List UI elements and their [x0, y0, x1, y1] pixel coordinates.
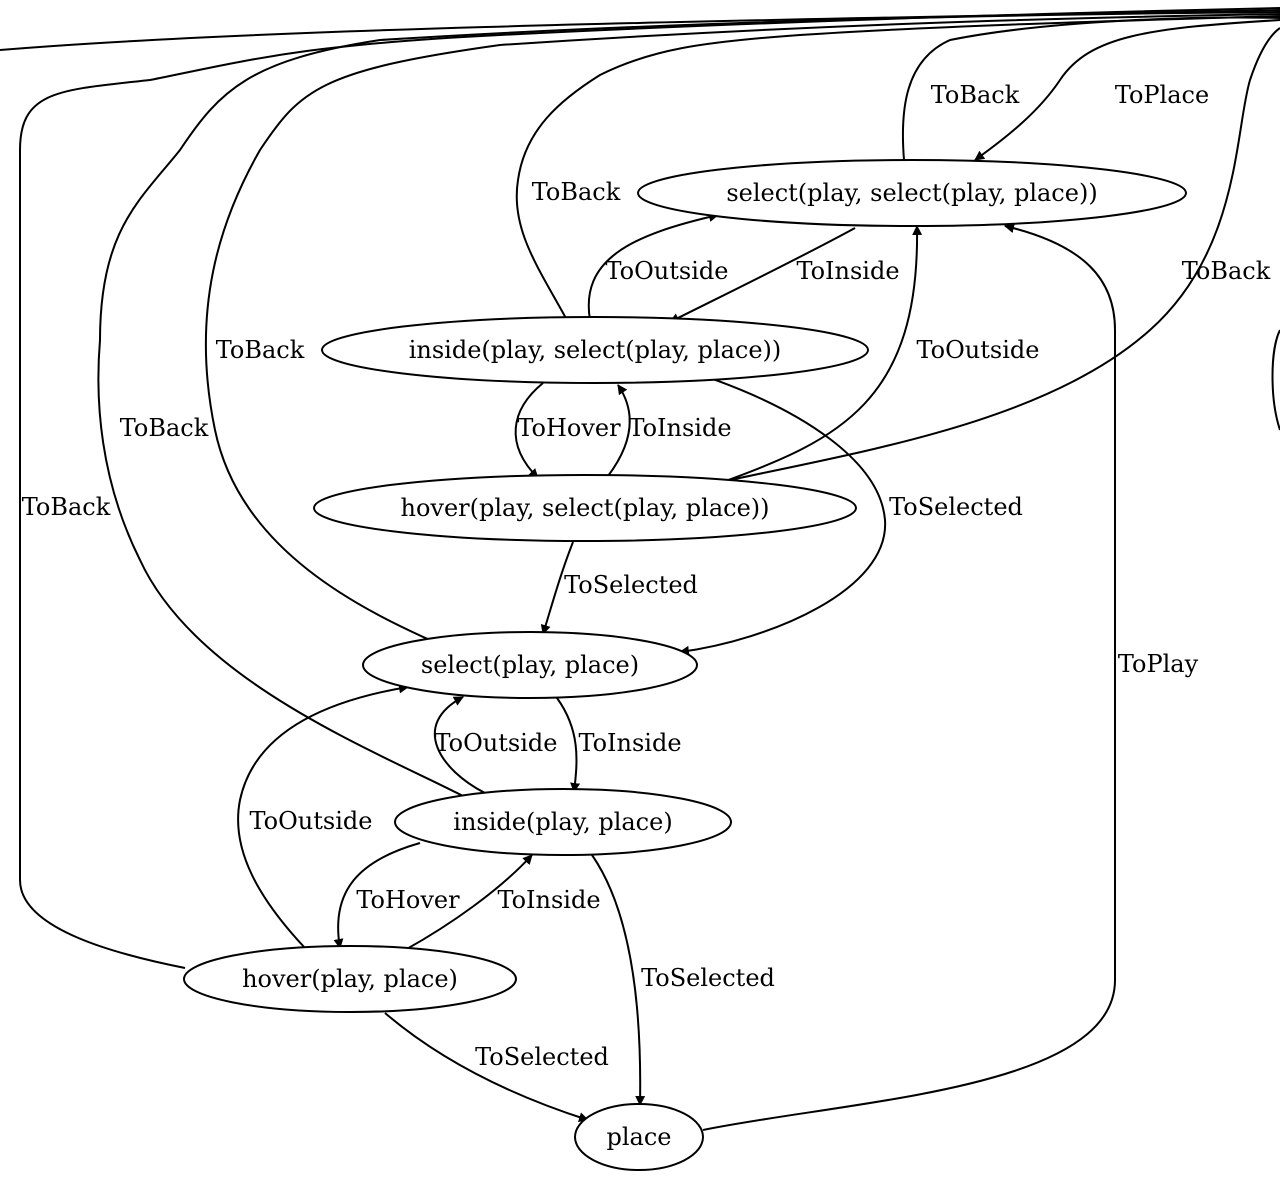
node-label: select(play, select(play, place)): [726, 179, 1097, 207]
edge-inside-select-to-select-select: [587, 212, 719, 321]
edge-labels: ToBack ToPlace ToBack ToOutside ToInside…: [22, 81, 1271, 1071]
edge-label-toselected: ToSelected: [475, 1043, 609, 1071]
edge-label-toback: ToBack: [1182, 257, 1271, 285]
edge-toplace-into-select-select: [974, 19, 1280, 161]
edge-inside-place-to-select-place: [433, 696, 486, 794]
edge-label-toselected: ToSelected: [641, 964, 775, 992]
node-label: hover(play, select(play, place)): [400, 494, 769, 522]
edge-label-toplay: ToPlay: [1118, 650, 1199, 678]
edge-label-toinside: ToInside: [796, 257, 899, 285]
edge-label-toback: ToBack: [931, 81, 1020, 109]
node-select-select-play-place: select(play, select(play, place)): [637, 159, 1187, 227]
nodes: select(play, select(play, place)) inside…: [183, 159, 1187, 1171]
edge-hover-select-to-inside-select: [607, 384, 631, 477]
edge-hover-select-to-select-select: [719, 225, 923, 484]
edge-label-toselected: ToSelected: [889, 493, 1023, 521]
node-hover-select-play-place: hover(play, select(play, place)): [313, 474, 857, 542]
edge-inside-select-toback: [515, 15, 1280, 323]
edge-label-toselected: ToSelected: [564, 571, 698, 599]
edge-label-toback: ToBack: [120, 414, 209, 442]
node-label: select(play, place): [421, 651, 639, 679]
edge-select-select-to-inside-select: [669, 227, 856, 323]
node-place: place: [574, 1103, 704, 1171]
edge-offscreen-right-stub: [1271, 329, 1280, 431]
node-inside-select-play-place: inside(play, select(play, place)): [321, 316, 869, 384]
edge-label-toplace: ToPlace: [1115, 81, 1209, 109]
edge-label-tohover: ToHover: [517, 414, 621, 442]
node-inside-play-place: inside(play, place): [394, 788, 732, 856]
edge-label-tooutside: ToOutside: [435, 729, 558, 757]
node-label: inside(play, place): [453, 808, 672, 836]
edge-label-toback: ToBack: [22, 493, 111, 521]
edge-inside-place-to-place: [591, 854, 646, 1106]
edge-inside-select-to-hover-select: [514, 382, 544, 479]
edge-inside-select-to-select-place: [679, 377, 887, 656]
edge-select-select-toback: [901, 16, 1280, 161]
edge-offscreen-line-top: [0, 9, 1280, 51]
edge-hover-select-toback: [729, 27, 1280, 481]
edge-hover-select-to-select-place: [540, 541, 574, 635]
edge-label-tooutside: ToOutside: [606, 257, 729, 285]
edge-label-toinside: ToInside: [578, 729, 681, 757]
edge-label-toback: ToBack: [532, 178, 621, 206]
node-label: place: [607, 1123, 672, 1151]
edge-hover-place-to-select-place: [237, 683, 409, 949]
edge-label-tooutside: ToOutside: [917, 336, 1040, 364]
edge-label-toback: ToBack: [216, 336, 305, 364]
node-select-play-place: select(play, place): [362, 631, 698, 699]
edge-hover-place-to-inside-place: [404, 854, 533, 951]
edge-label-tohover: ToHover: [356, 886, 460, 914]
edge-place-to-select-select: [702, 223, 1116, 1131]
node-hover-play-place: hover(play, place): [183, 945, 517, 1013]
edge-hover-place-to-place: [384, 1012, 589, 1123]
edge-label-tooutside: ToOutside: [250, 807, 373, 835]
edge-label-toinside: ToInside: [497, 886, 600, 914]
edge-select-place-to-inside-place: [556, 697, 581, 793]
edge-select-place-toback: [204, 13, 1280, 649]
edge-inside-place-to-hover-place: [333, 842, 421, 949]
node-label: hover(play, place): [242, 965, 458, 993]
edge-inside-place-toback: [97, 11, 1280, 809]
edges: [0, 7, 1280, 1131]
edge-label-toinside: ToInside: [628, 414, 731, 442]
node-label: inside(play, select(play, place)): [409, 336, 782, 364]
